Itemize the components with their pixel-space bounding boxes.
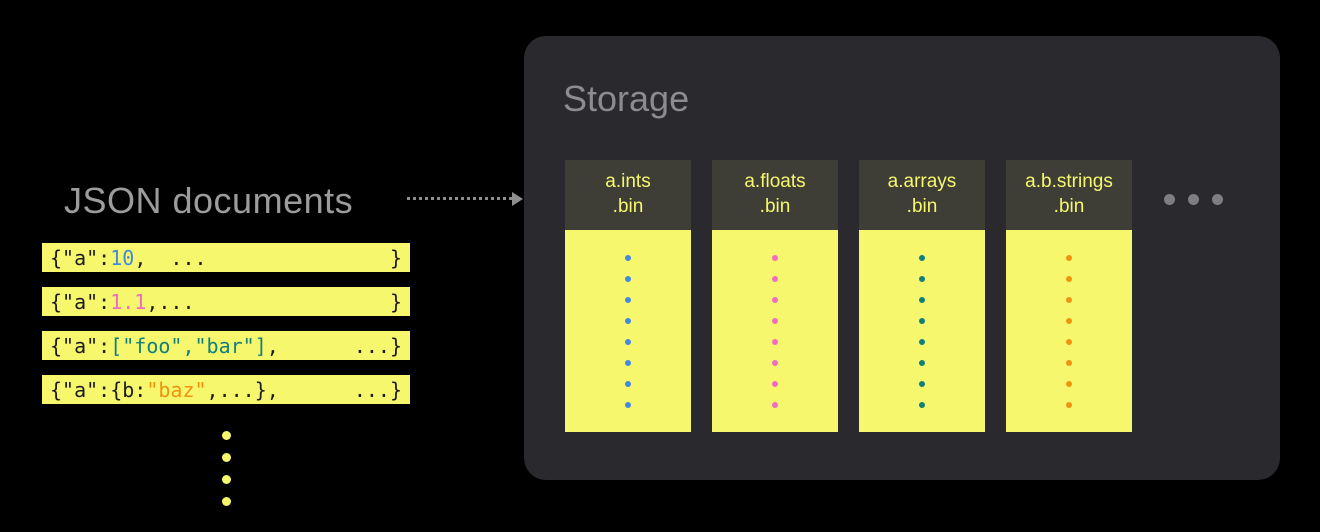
- value-dot: [625, 401, 631, 408]
- value-dot: [772, 338, 778, 345]
- json-documents-label: JSON documents: [64, 180, 354, 221]
- json-document-row: {"a":1.1,...}: [42, 287, 410, 316]
- value-dot: [772, 317, 778, 324]
- code-segment: ,: [266, 333, 291, 358]
- value-dot: [625, 317, 631, 324]
- arrow-dotted-line: [407, 197, 512, 200]
- filename-line1: a.floats: [744, 171, 806, 193]
- column-filename: a.arrays .bin: [859, 160, 985, 230]
- filename-line1: a.arrays: [887, 171, 957, 193]
- json-document-row: {"a":10, ...}: [42, 243, 410, 272]
- code-segment: {"a":: [50, 245, 111, 270]
- code-segments: {"a":{b:"baz",...},: [50, 378, 291, 402]
- value-dot: [772, 275, 778, 282]
- code-segment: ,...: [146, 289, 195, 314]
- storage-column-a.arrays: a.arrays .bin: [859, 160, 985, 432]
- value-dot: [1066, 401, 1072, 408]
- column-filename: a.ints .bin: [565, 160, 691, 230]
- filename-line1: a.b.strings: [1025, 171, 1113, 193]
- code-segment: {"a":: [50, 333, 111, 358]
- value-dot: [919, 275, 925, 282]
- code-segment: , ...: [134, 245, 207, 270]
- json-document-row: {"a":{b:"baz",...}, ...}: [42, 375, 410, 404]
- column-filename: a.b.strings .bin: [1006, 160, 1132, 230]
- filename-line2: .bin: [906, 196, 938, 217]
- value-dot: [919, 359, 925, 366]
- storage-title: Storage: [563, 78, 690, 119]
- column-values: [1006, 230, 1132, 432]
- arrow-to-storage-icon: [407, 191, 523, 207]
- code-segment: {"a":{b:: [50, 377, 147, 402]
- code-segment-closing: }: [389, 245, 402, 270]
- column-filename: a.floats .bin: [712, 160, 838, 230]
- storage-column-a.b.strings: a.b.strings .bin: [1006, 160, 1132, 432]
- filename-line2: .bin: [1053, 196, 1085, 217]
- filename-line1: a.ints: [605, 171, 651, 193]
- storage-panel: Storage a.ints .bin a.floats .bin a.arrays .b…: [524, 36, 1280, 480]
- code-segments: {"a":1.1,...: [50, 290, 195, 314]
- value-dot: [772, 296, 778, 303]
- code-segment-closing: ...}: [353, 377, 402, 402]
- code-segment: ,...},: [206, 377, 291, 402]
- value-dot: [1066, 275, 1072, 282]
- filename-line2: .bin: [612, 196, 644, 217]
- storage-column-a.ints: a.ints .bin: [565, 160, 691, 432]
- more-documents-ellipsis: [42, 431, 410, 506]
- value-dot: [625, 359, 631, 366]
- value-dot: [1066, 317, 1072, 324]
- ellipsis-dot: [1212, 194, 1223, 205]
- column-values: [565, 230, 691, 432]
- value-dot: [919, 317, 925, 324]
- code-segment: "baz": [146, 377, 207, 402]
- json-document-row: {"a":["foo","bar"], ...}: [42, 331, 410, 360]
- value-dot: [919, 338, 925, 345]
- code-segment-closing: }: [389, 289, 402, 314]
- more-columns-ellipsis: [1164, 194, 1223, 205]
- ellipsis-dot: [221, 453, 231, 462]
- arrow-head-icon: [512, 192, 523, 206]
- value-dot: [625, 296, 631, 303]
- value-dot: [919, 254, 925, 261]
- column-values: [859, 230, 985, 432]
- code-segment: 10: [110, 245, 135, 270]
- value-dot: [1066, 254, 1072, 261]
- column-values: [712, 230, 838, 432]
- value-dot: [772, 359, 778, 366]
- code-segments: {"a":10, ...: [50, 246, 207, 270]
- code-segment: {"a":: [50, 289, 111, 314]
- ellipsis-dot: [221, 497, 231, 506]
- storage-column-a.floats: a.floats .bin: [712, 160, 838, 432]
- code-segment: ["foo","bar"]: [110, 333, 267, 358]
- value-dot: [625, 275, 631, 282]
- value-dot: [1066, 338, 1072, 345]
- value-dot: [625, 380, 631, 387]
- value-dot: [1066, 296, 1072, 303]
- ellipsis-dot: [1188, 194, 1199, 205]
- value-dot: [919, 380, 925, 387]
- value-dot: [772, 380, 778, 387]
- filename-line2: .bin: [759, 196, 791, 217]
- value-dot: [625, 254, 631, 261]
- code-segment-closing: ...}: [353, 333, 402, 358]
- json-rows: {"a":10, ...}{"a":1.1,...}{"a":["foo","b…: [42, 243, 410, 419]
- code-segment: 1.1: [110, 289, 147, 314]
- value-dot: [1066, 380, 1072, 387]
- code-segments: {"a":["foo","bar"],: [50, 334, 291, 358]
- value-dot: [772, 254, 778, 261]
- value-dot: [772, 401, 778, 408]
- ellipsis-dot: [221, 431, 231, 440]
- value-dot: [919, 401, 925, 408]
- value-dot: [1066, 359, 1072, 366]
- value-dot: [919, 296, 925, 303]
- value-dot: [625, 338, 631, 345]
- ellipsis-dot: [221, 475, 231, 484]
- ellipsis-dot: [1164, 194, 1175, 205]
